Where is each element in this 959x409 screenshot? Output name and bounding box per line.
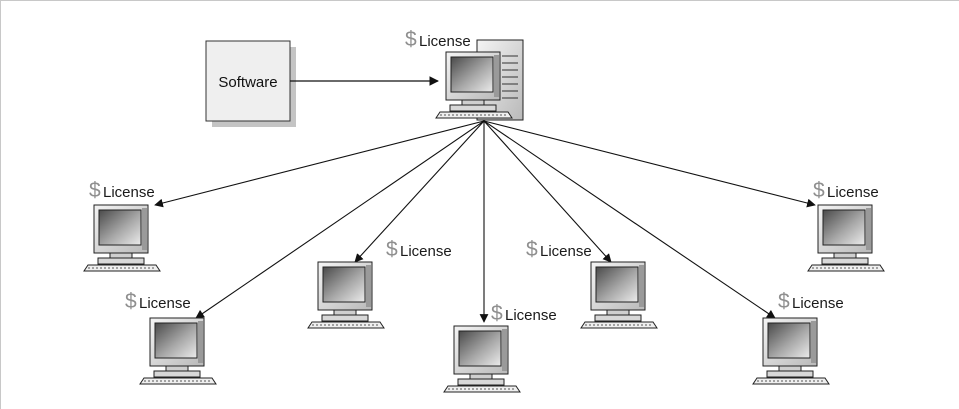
arrow-to-ws-5 — [483, 120, 612, 263]
workstation-license: $ License — [526, 238, 592, 261]
desktop-computer-icon — [580, 261, 658, 329]
workstation-2: $ License — [125, 290, 217, 385]
distribution-arrows — [154, 120, 816, 323]
workstation-license: $ License — [125, 290, 191, 313]
arrow-to-ws-1 — [154, 120, 485, 208]
desktop-computer-icon — [307, 261, 385, 329]
workstation-license: $ License — [491, 302, 557, 325]
desktop-computer-icon — [83, 204, 161, 272]
workstation-6: $ License — [752, 290, 844, 385]
workstation-5: $ License — [526, 238, 658, 329]
arrow-to-ws-6 — [483, 120, 776, 319]
software-box: Software — [205, 40, 296, 127]
arrow-to-ws-7 — [483, 120, 816, 208]
workstation-3: $ License — [307, 238, 452, 329]
workstation-7: $ License — [807, 179, 885, 272]
workstation-4: $ License — [443, 302, 557, 393]
arrow-to-ws-3 — [354, 120, 485, 263]
desktop-computer-icon — [443, 325, 521, 393]
server-computer: $ License — [405, 28, 524, 121]
desktop-computer-icon — [139, 317, 217, 385]
arrow-to-ws-2 — [195, 120, 485, 319]
workstation-1: $ License — [83, 179, 161, 272]
workstation-license: $ License — [778, 290, 844, 313]
workstation-license: $ License — [89, 179, 155, 202]
workstation-license: $ License — [386, 238, 452, 261]
workstation-license: $ License — [813, 179, 879, 202]
server-license: $ License — [405, 28, 471, 51]
desktop-computer-icon — [752, 317, 830, 385]
desktop-computer-icon — [807, 204, 885, 272]
software-label: Software — [218, 74, 277, 91]
